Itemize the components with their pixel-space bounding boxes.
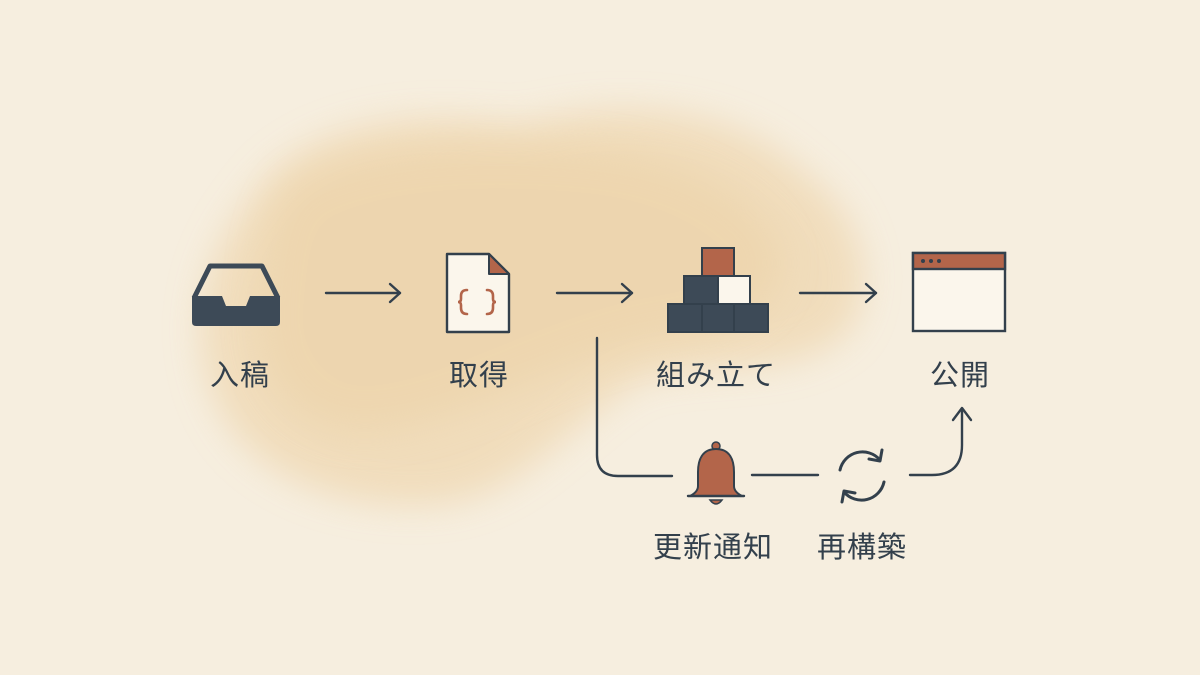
- inbox-tray-icon: [191, 263, 281, 326]
- refresh-cycle-icon: [838, 448, 886, 504]
- edge-assemble-publish: [798, 282, 878, 304]
- bell-icon: [686, 441, 746, 505]
- node-label-publish: 公開: [929, 358, 991, 392]
- edge-rebuild-publish: [908, 406, 973, 477]
- node-label-notify: 更新通知: [652, 530, 774, 564]
- edge-fetch-assemble: [555, 282, 634, 304]
- stacked-blocks-icon: [667, 247, 769, 333]
- json-document-icon: [445, 252, 511, 334]
- edge-intake-fetch: [324, 282, 402, 304]
- browser-window-icon: [911, 251, 1007, 333]
- edge-fetch-notify: [595, 336, 674, 478]
- node-label-assemble: 組み立て: [655, 358, 777, 392]
- node-label-rebuild: 再構築: [816, 530, 908, 564]
- node-label-intake: 入稿: [209, 358, 271, 392]
- node-label-fetch: 取得: [448, 358, 510, 392]
